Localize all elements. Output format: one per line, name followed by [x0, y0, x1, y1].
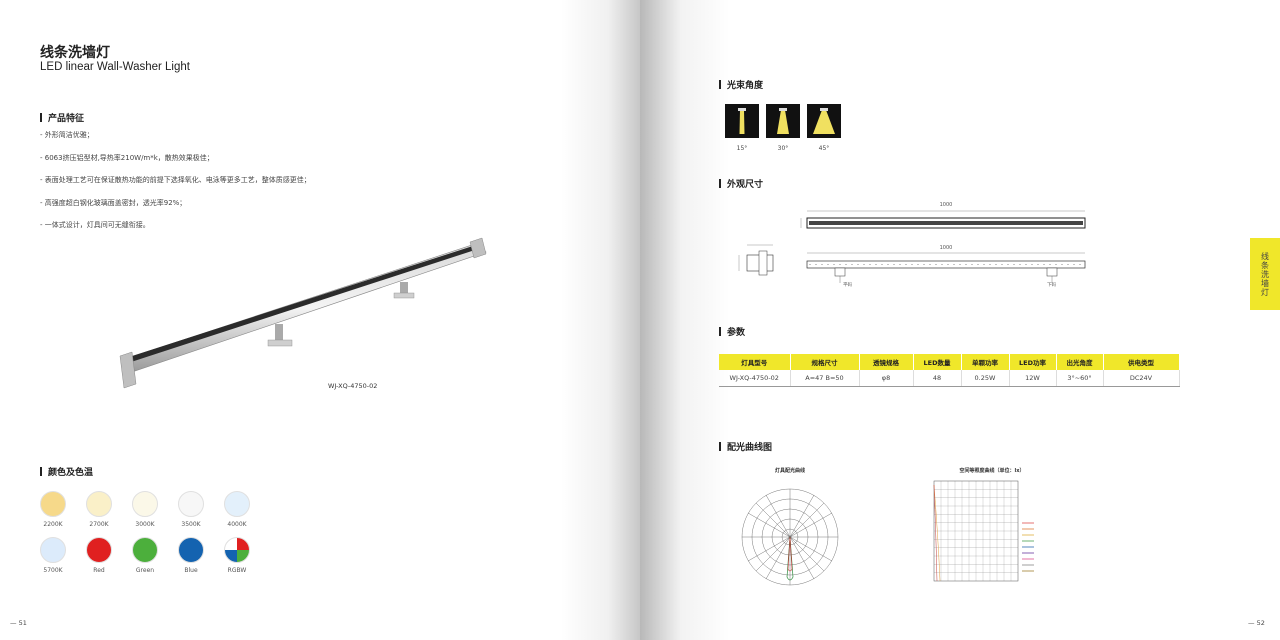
features-list: - 外形简洁优雅； - 6063挤压铝型材,导热率210W/m*k，散热效果极佳… — [40, 131, 311, 244]
color-swatch: 3500K — [169, 491, 213, 528]
dim-length-bottom: 1000 — [940, 245, 953, 251]
bracket-label-right: 下码 — [1047, 281, 1056, 288]
table-cell: WJ-XQ-4750-02 — [719, 370, 791, 387]
swatch-label: 3000K — [135, 521, 155, 528]
side-tab[interactable]: 线条洗墙灯 — [1250, 238, 1280, 310]
spine-shadow — [640, 0, 730, 640]
beam-30-icon — [766, 104, 800, 138]
table-cell: 0.25W — [961, 370, 1010, 387]
table-header-row: 灯具型号 规格尺寸 透镜规格 LED数量 单颗功率 LED功率 出光角度 供电类… — [719, 354, 1180, 370]
params-table: 灯具型号 规格尺寸 透镜规格 LED数量 单颗功率 LED功率 出光角度 供电类… — [719, 354, 1180, 387]
swatch-label: 2700K — [89, 521, 109, 528]
params-heading: 参数 — [719, 325, 745, 338]
heading-bar — [719, 442, 721, 451]
color-swatch: 2200K — [31, 491, 75, 528]
beam-label: 45° — [818, 145, 830, 152]
heading-bar — [40, 113, 42, 122]
color-swatches: 2200K 2700K 3000K 3500K 4000K 5700K Red Green Bl… — [40, 491, 270, 581]
feature-item: - 6063挤压铝型材,导热率210W/m*k，散热效果极佳； — [40, 153, 214, 162]
swatch-dot — [40, 537, 66, 563]
beam-heading-text: 光束角度 — [727, 81, 764, 91]
color-swatch: Blue — [169, 537, 213, 574]
dim-length-top: 1000 — [940, 202, 953, 208]
page-number-left: — 51 — [10, 619, 27, 627]
swatch-dot — [224, 537, 250, 563]
left-page: 线条洗墙灯 LED linear Wall-Washer Light 产品特征 … — [10, 45, 487, 627]
page-title-cn: 线条洗墙灯 — [40, 45, 110, 61]
feature-item: - 一体式设计，灯具间可无缝衔接。 — [40, 221, 150, 229]
color-swatch: Red — [77, 537, 121, 574]
color-swatch: 4000K — [215, 491, 259, 528]
swatch-dot — [178, 491, 204, 517]
swatch-label: 3500K — [181, 521, 201, 528]
table-header: 单颗功率 — [961, 354, 1010, 370]
table-header: 透镜规格 — [859, 354, 914, 370]
color-swatch: Green — [123, 537, 167, 574]
table-cell: 3°~60° — [1056, 370, 1104, 387]
page-number-right: — 52 — [1248, 619, 1265, 627]
table-header: LED功率 — [1009, 354, 1057, 370]
heading-bar — [719, 80, 721, 89]
swatch-label: 4000K — [227, 521, 247, 528]
colors-heading-text: 颜色及色温 — [48, 468, 94, 478]
params-heading-text: 参数 — [727, 328, 746, 338]
table-cell: 48 — [913, 370, 962, 387]
table-header: 规格尺寸 — [790, 354, 860, 370]
heading-bar — [719, 327, 721, 336]
swatch-label: Blue — [184, 567, 198, 574]
swatch-dot — [40, 491, 66, 517]
table-header: 灯具型号 — [719, 354, 791, 370]
swatch-label: 2200K — [43, 521, 63, 528]
beam-45-icon — [807, 104, 841, 138]
swatch-dot — [86, 537, 112, 563]
dims-heading-text: 外观尺寸 — [727, 180, 764, 190]
spine-shadow — [560, 0, 640, 640]
swatch-dot — [86, 491, 112, 517]
model-label: WJ-XQ-4750-02 — [328, 382, 378, 390]
curves-heading: 配光曲线图 — [719, 440, 772, 453]
swatch-dot — [132, 537, 158, 563]
swatch-dot — [132, 491, 158, 517]
table-cell: φ8 — [859, 370, 914, 387]
beam-heading: 光束角度 — [719, 78, 763, 91]
swatch-dot — [178, 537, 204, 563]
feature-item: - 表面处理工艺可在保证散热功能的前提下选择氧化、电泳等更多工艺，整体质感更佳； — [40, 176, 311, 184]
table-header: 出光角度 — [1056, 354, 1104, 370]
beam-label: 15° — [736, 145, 748, 152]
heading-bar — [719, 179, 721, 188]
swatch-dot — [224, 491, 250, 517]
swatch-label: RGBW — [227, 567, 247, 574]
polar-light-curve: 灯具配光曲线 — [741, 467, 839, 586]
feature-item: - 高强度超白钢化玻璃面盖密封，透光率92%； — [40, 198, 187, 207]
heading-bar — [40, 467, 42, 476]
colors-heading: 颜色及色温 — [40, 465, 93, 478]
swatch-label: Red — [93, 567, 105, 574]
features-heading-text: 产品特征 — [48, 114, 85, 124]
beam-15-icon — [725, 104, 759, 138]
page-title-en: LED linear Wall-Washer Light — [40, 61, 190, 73]
table-header: LED数量 — [913, 354, 962, 370]
grid-title: 空间等照度曲线（单位：lx） — [960, 467, 1025, 474]
table-cell: A=47 B=50 — [790, 370, 860, 387]
feature-item: - 外形简洁优雅； — [40, 131, 94, 139]
features-heading: 产品特征 — [40, 111, 84, 124]
color-swatch: 3000K — [123, 491, 167, 528]
beam-label: 30° — [777, 145, 789, 152]
table-header: 供电类型 — [1103, 354, 1180, 370]
dims-heading: 外观尺寸 — [719, 177, 763, 190]
dimension-drawing: 1000 1000 平码 下码 — [738, 202, 1086, 288]
swatch-label: 5700K — [43, 567, 63, 574]
table-row: WJ-XQ-4750-02 A=47 B=50 φ8 48 0.25W 12W … — [719, 370, 1180, 387]
table-cell: 12W — [1009, 370, 1057, 387]
color-swatch: 2700K — [77, 491, 121, 528]
bracket-label-left: 平码 — [843, 281, 852, 288]
curves-heading-text: 配光曲线图 — [727, 443, 773, 453]
isolux-grid-chart: 空间等照度曲线（单位：lx） — [933, 467, 1034, 582]
color-swatch: RGBW — [215, 537, 259, 574]
swatch-label: Green — [135, 567, 155, 574]
product-image — [119, 237, 487, 389]
color-swatch: 5700K — [31, 537, 75, 574]
polar-title: 灯具配光曲线 — [775, 467, 805, 474]
table-cell: DC24V — [1103, 370, 1180, 387]
